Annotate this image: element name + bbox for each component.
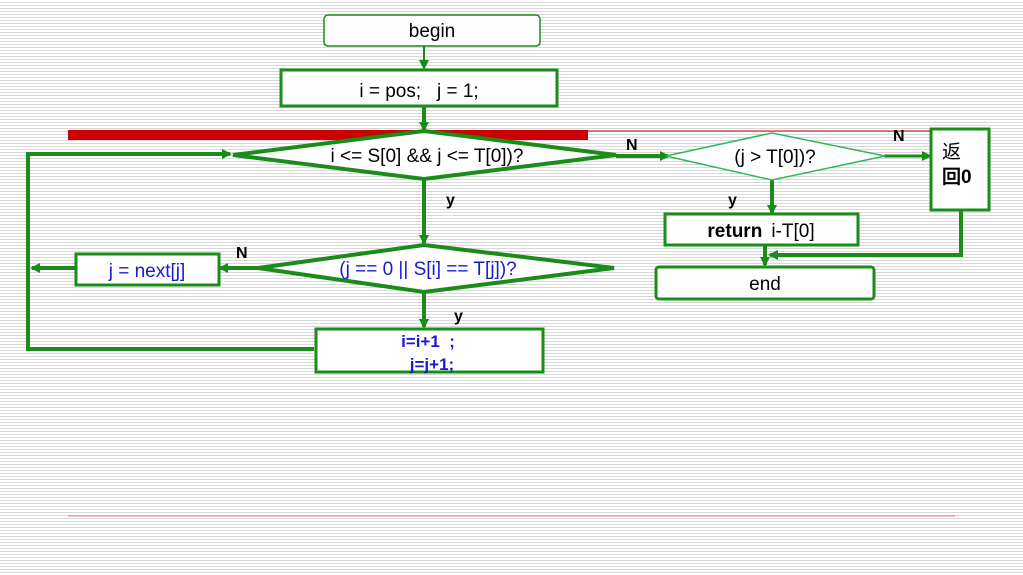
loop-cond-diamond: [232, 128, 617, 182]
init-label: i = pos; j = 1;: [359, 81, 478, 102]
accent-bar: [68, 130, 588, 140]
loop-yes-label: y: [446, 192, 455, 209]
increment-j-label: j=j+1;: [409, 355, 454, 374]
connectors: [26, 46, 963, 351]
node-return-zero: 返 回0: [929, 127, 991, 212]
begin-box: [323, 14, 541, 47]
end-box: [654, 265, 876, 301]
check-no-label: N: [893, 128, 905, 145]
node-return: return i-T[0]: [663, 212, 860, 247]
node-begin: begin: [323, 14, 541, 47]
node-match-cond: (j == 0 || S[i] == T[j])?: [257, 242, 615, 295]
match-cond-label: (j == 0 || S[i] == T[j])?: [339, 259, 516, 280]
begin-label: begin: [409, 21, 456, 42]
init-box: [279, 68, 559, 108]
node-end: end: [654, 265, 876, 301]
match-cond-diamond: [257, 242, 615, 295]
return-zero-box: [929, 127, 991, 212]
return-keyword: return: [707, 221, 762, 242]
return-zero-line1: 返: [942, 141, 961, 163]
node-loop-cond: i <= S[0] && j <= T[0])?: [232, 128, 617, 182]
next-j-label: j = next[j]: [108, 261, 186, 282]
check-j-diamond: [665, 132, 886, 181]
match-no-label: N: [236, 245, 248, 262]
increment-box: [314, 327, 545, 374]
loop-no-label: N: [626, 137, 638, 154]
edge-loop-back: [26, 149, 314, 351]
return-zero-line2: 回0: [942, 166, 972, 188]
next-j-box: [74, 252, 221, 287]
check-yes-label: y: [728, 192, 737, 209]
node-check-j: (j > T[0])?: [665, 132, 886, 181]
check-j-label: (j > T[0])?: [734, 147, 815, 168]
node-next-j: j = next[j]: [74, 252, 221, 287]
node-increment: i=i+1 ; j=j+1;: [314, 327, 545, 374]
return-box: [663, 212, 860, 247]
end-label: end: [749, 274, 781, 295]
return-label: return i-T[0]: [707, 221, 814, 242]
increment-i-label: i=i+1 ;: [401, 332, 455, 351]
node-init: i = pos; j = 1;: [279, 68, 559, 108]
match-yes-label: y: [454, 308, 463, 325]
loop-cond-label: i <= S[0] && j <= T[0])?: [331, 146, 524, 167]
edge-zero-end: [768, 211, 963, 260]
return-expression: i-T[0]: [771, 221, 814, 242]
